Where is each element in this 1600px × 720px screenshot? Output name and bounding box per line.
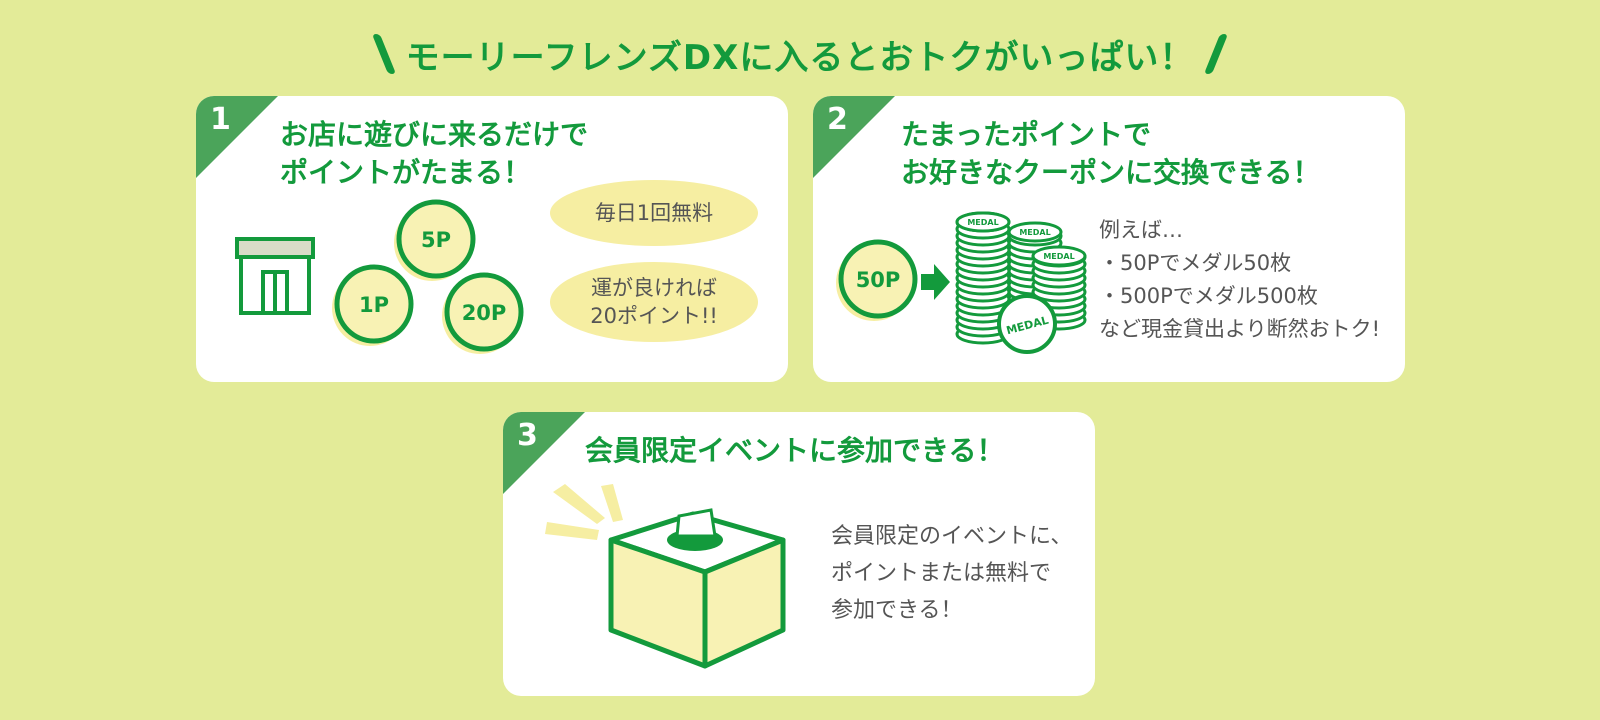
coin-50p-label: 50P: [856, 268, 901, 292]
sparkle-lines: [545, 484, 623, 540]
card-3-description: 会員限定のイベントに、 ポイントまたは無料で 参加できる！: [831, 518, 1072, 629]
card-2-desc-line4: など現金貸出より断然おトク!: [1099, 317, 1380, 341]
card-2-title-line1: たまったポイントで: [901, 118, 1152, 151]
medal-stack-3-label: MEDAL: [1043, 252, 1074, 261]
badge-daily-free-text: 毎日1回無料: [594, 201, 714, 225]
headline-slash-left: [371, 34, 396, 74]
medal-stack-2-top: [1007, 221, 1063, 243]
badge-daily-free: 毎日1回無料: [550, 180, 758, 246]
benefit-card-2: 2 たまったポイントで お好きなクーポンに交換できる！ 50P MEDAL MED…: [813, 96, 1405, 382]
coin-50p-illustration: 50P: [836, 239, 918, 321]
card-1-title-line2: ポイントがたまる！: [280, 156, 532, 189]
coins-illustration: 1P 5P 20P: [332, 199, 524, 354]
entry-box-illustration: [545, 484, 786, 669]
headline-text: モーリーフレンズDXに入るとおトクがいっぱい！: [405, 37, 1195, 78]
card-3-number: 3: [517, 418, 538, 453]
benefit-card-3: 3 会員限定イベントに参加できる！ 会員限定のイベントに、 ポイントまたは無料で…: [503, 412, 1095, 696]
card-1-title: お店に遊びに来るだけで ポイントがたまる！: [280, 116, 588, 192]
card-2-description: 例えば… ・50Pでメダル50枚 ・500Pでメダル500枚 など現金貸出より断…: [1099, 214, 1380, 346]
coin-1p-label: 1P: [359, 293, 389, 317]
card-2-desc-line3: ・500Pでメダル500枚: [1099, 284, 1318, 308]
medal-stack-2-label: MEDAL: [1019, 228, 1050, 237]
card-2-corner: [813, 96, 895, 178]
card-3-desc-line2: ポイントまたは無料で: [831, 561, 1052, 586]
coin-20p-label: 20P: [462, 301, 507, 325]
medal-stack-1-label: MEDAL: [967, 218, 998, 227]
arrow-right-icon: [921, 264, 950, 300]
shop-icon: [235, 237, 315, 315]
card-3-desc-line1: 会員限定のイベントに、: [831, 524, 1073, 549]
card-1-corner: [196, 96, 278, 178]
coin-20p: [444, 272, 524, 352]
medal-stack-3-top: [1031, 245, 1087, 267]
headline-slash-right: [1204, 34, 1229, 74]
badge-lucky-bonus: 運が良ければ 20ポイント!!: [550, 262, 758, 342]
coin-1p: [334, 264, 414, 344]
headline-banner: モーリーフレンズDXに入るとおトクがいっぱい！: [0, 26, 1600, 82]
medal-stack-1-top: [955, 211, 1011, 233]
card-1-title-line1: お店に遊びに来るだけで: [280, 118, 589, 151]
card-2-desc-line1: 例えば…: [1099, 218, 1183, 242]
card-3-desc-line3: 参加できる！: [831, 598, 963, 623]
coin-5p-label: 5P: [421, 228, 451, 252]
entry-card: [675, 508, 717, 538]
badge-lucky-line2: 20ポイント!!: [590, 304, 718, 328]
card-3-title: 会員限定イベントに参加できる！: [585, 434, 1005, 467]
card-2-desc-line2: ・50Pでメダル50枚: [1099, 251, 1292, 275]
medal-coin-front: [997, 294, 1057, 354]
card-2-number: 2: [827, 102, 848, 137]
badge-lucky-line1: 運が良ければ: [591, 276, 717, 300]
coin-5p: [396, 199, 476, 279]
card-1-number: 1: [210, 102, 231, 137]
card-2-title-line2: お好きなクーポンに交換できる！: [901, 156, 1321, 189]
card-2-title: たまったポイントで お好きなクーポンに交換できる！: [901, 116, 1320, 192]
benefit-card-1: 1 お店に遊びに来るだけで ポイントがたまる！ 1P 5P 20P 毎日1回無料…: [196, 96, 788, 382]
